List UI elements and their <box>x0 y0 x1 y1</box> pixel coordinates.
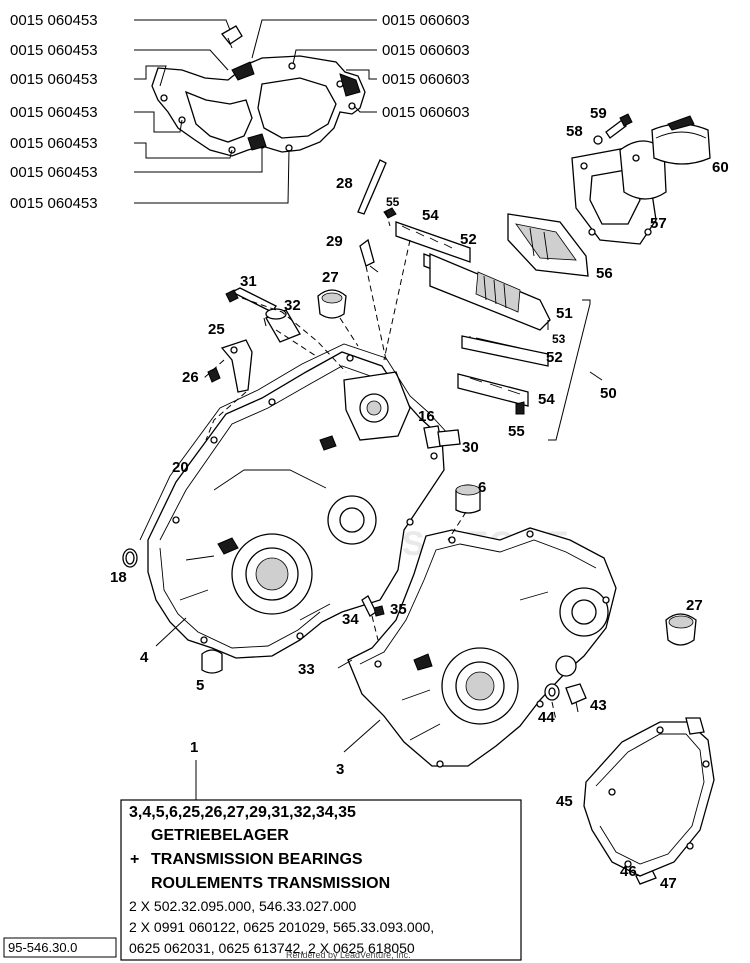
doc-number-box: 95-546.30.0 <box>3 937 117 958</box>
part-label-54-upper: 54 <box>422 207 439 224</box>
gasket-callouts-left: 0015 060453 0015 060453 0015 060453 0015… <box>10 12 290 212</box>
kit-title-de: GETRIEBELAGER <box>151 827 289 844</box>
part-label-27-lower: 27 <box>686 597 703 614</box>
part-label-44: 44 <box>538 709 555 726</box>
gasket-callout-left-2: 0015 060453 <box>10 42 98 59</box>
part-label-59: 59 <box>590 105 607 122</box>
crankcase-left-half <box>139 343 451 659</box>
gasket-callout-left-7: 0015 060453 <box>10 195 98 212</box>
part-label-52-lower: 52 <box>546 349 563 366</box>
part-label-43: 43 <box>590 697 607 714</box>
gasket-callout-left-6: 0015 060453 <box>10 164 98 181</box>
part-label-47: 47 <box>660 875 677 892</box>
part-label-25: 25 <box>208 321 225 338</box>
part-label-28: 28 <box>336 175 353 192</box>
part-number-labels: 1 3 4 5 6 16 18 20 25 26 27 27 28 29 30 … <box>110 105 729 892</box>
gasket-callout-right-1: 0015 060603 <box>382 12 470 29</box>
part-label-31: 31 <box>240 273 257 290</box>
kit-box: 3,4,5,6,25,26,27,29,31,32,34,35 GETRIEBE… <box>120 799 522 961</box>
part-label-53: 53 <box>552 332 566 346</box>
crankcase-gasket <box>151 25 366 157</box>
kit-line-3: 0625 062031, 0625 613742, 2 X 0625 61805… <box>129 940 415 956</box>
kit-parts-line: 3,4,5,6,25,26,27,29,31,32,34,35 <box>129 804 356 821</box>
part-label-33: 33 <box>298 661 315 678</box>
part-label-18: 18 <box>110 569 127 586</box>
part-label-32: 32 <box>284 297 301 314</box>
crankcase-right-half <box>347 527 617 768</box>
part-label-58: 58 <box>566 123 583 140</box>
part-label-46: 46 <box>620 863 637 880</box>
part-label-27-upper: 27 <box>322 269 339 286</box>
kit-title-en: TRANSMISSION BEARINGS <box>151 851 363 868</box>
part-label-6: 6 <box>478 479 486 496</box>
clutch-cover <box>583 717 715 877</box>
part-label-20: 20 <box>172 459 189 476</box>
intake-assembly <box>357 113 711 441</box>
part-label-50: 50 <box>600 385 617 402</box>
part-label-60: 60 <box>712 159 729 176</box>
part-label-30: 30 <box>462 439 479 456</box>
part-label-56: 56 <box>596 265 613 282</box>
gasket-callout-left-1: 0015 060453 <box>10 12 98 29</box>
doc-number: 95-546.30.0 <box>8 940 77 955</box>
part-label-26: 26 <box>182 369 199 386</box>
part-label-5: 5 <box>196 677 204 694</box>
part-label-34: 34 <box>342 611 359 628</box>
gasket-callout-right-2: 0015 060603 <box>382 42 470 59</box>
footer-credit: Rendered by LeadVenture, Inc. <box>286 950 411 960</box>
gasket-callouts-right: 0015 060603 0015 060603 0015 060603 0015… <box>251 12 470 121</box>
gasket-callout-left-4: 0015 060453 <box>10 104 98 121</box>
part-label-52-upper: 52 <box>460 231 477 248</box>
gasket-callout-right-4: 0015 060603 <box>382 104 470 121</box>
part-label-29: 29 <box>326 233 343 250</box>
kit-title-fr: ROULEMENTS TRANSMISSION <box>151 875 390 892</box>
kit-line-1: 2 X 502.32.095.000, 546.33.027.000 <box>129 898 357 914</box>
kit-plus: + <box>130 851 139 868</box>
part-label-55-upper: 55 <box>386 195 400 209</box>
part-label-35: 35 <box>390 601 407 618</box>
part-label-4: 4 <box>140 649 149 666</box>
part-label-1: 1 <box>190 739 198 756</box>
part-label-55-lower: 55 <box>508 423 525 440</box>
dashed-leaders <box>203 211 557 721</box>
kit-line-2: 2 X 0991 060122, 0625 201029, 565.33.093… <box>129 919 434 935</box>
number-leaders <box>155 317 549 800</box>
part-label-45: 45 <box>556 793 573 810</box>
part-label-57: 57 <box>650 215 667 232</box>
part-label-54-lower: 54 <box>538 391 555 408</box>
part-label-16: 16 <box>418 408 435 425</box>
gasket-callout-right-3: 0015 060603 <box>382 71 470 88</box>
gasket-callout-left-3: 0015 060453 <box>10 71 98 88</box>
part-label-3: 3 <box>336 761 344 778</box>
part-label-51: 51 <box>556 305 573 322</box>
gasket-callout-left-5: 0015 060453 <box>10 135 98 152</box>
